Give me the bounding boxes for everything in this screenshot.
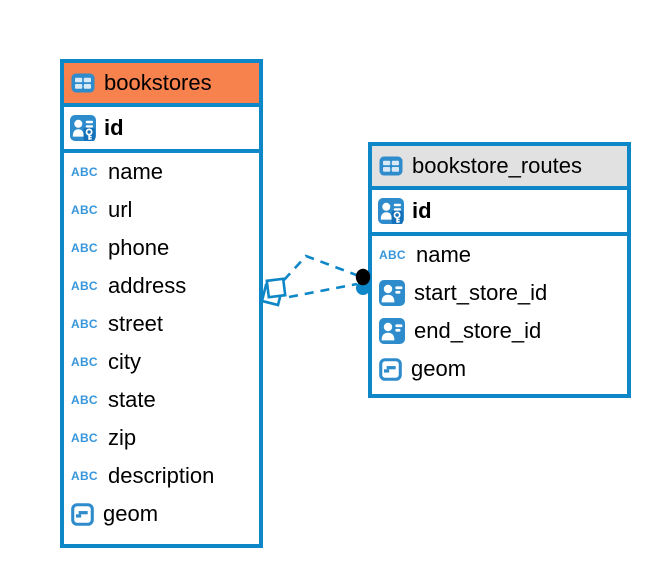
column-row-start-store-id[interactable]: start_store_id (372, 274, 627, 312)
column-name: end_store_id (414, 318, 542, 343)
column-row-geom[interactable]: geom (372, 350, 627, 388)
text-abc-icon: ABC (71, 469, 98, 483)
column-row-description[interactable]: ABC description (64, 457, 259, 495)
column-row-geom[interactable]: geom (64, 495, 259, 533)
relationship-line-upper[interactable] (283, 254, 360, 281)
column-row-end-store-id[interactable]: end_store_id (372, 312, 627, 350)
relationship-line-lower[interactable] (288, 282, 358, 299)
connector-endpoint-dot-blue[interactable] (356, 281, 370, 295)
text-abc-icon: ABC (71, 279, 98, 293)
connector-endpoint-dot-black[interactable] (355, 268, 371, 286)
column-name: address (108, 273, 187, 298)
table-bookstore-routes[interactable]: bookstore_routes id ABC name start_store… (368, 142, 631, 398)
table-bookstores[interactable]: bookstores id ABC name ABC url ABC phone… (60, 59, 263, 548)
geometry-type-icon (379, 358, 402, 381)
column-row-url[interactable]: ABC url (64, 191, 259, 229)
column-row-address[interactable]: ABC address (64, 267, 259, 305)
column-name: start_store_id (414, 280, 548, 305)
text-abc-icon: ABC (71, 431, 98, 445)
text-abc-icon: ABC (71, 317, 98, 331)
primary-key-icon (378, 198, 404, 224)
column-name: name (108, 159, 164, 184)
column-name: url (108, 197, 133, 222)
column-name: phone (108, 235, 170, 260)
table-title: bookstores (104, 70, 212, 95)
text-abc-icon: ABC (71, 393, 98, 407)
column-row-phone[interactable]: ABC phone (64, 229, 259, 267)
text-abc-icon: ABC (71, 165, 98, 179)
column-name: id (104, 115, 124, 140)
connector-diamond-front[interactable] (265, 277, 287, 299)
table-icon (379, 156, 403, 176)
column-row-id[interactable]: id (372, 190, 627, 236)
text-abc-icon: ABC (379, 248, 406, 262)
text-abc-icon: ABC (71, 241, 98, 255)
column-row-zip[interactable]: ABC zip (64, 419, 259, 457)
column-row-city[interactable]: ABC city (64, 343, 259, 381)
column-row-street[interactable]: ABC street (64, 305, 259, 343)
column-name: street (108, 311, 164, 336)
column-name: description (108, 463, 215, 488)
column-name: geom (411, 356, 467, 381)
column-name: name (416, 242, 472, 267)
column-name: state (108, 387, 156, 412)
column-row-name[interactable]: ABC name (64, 153, 259, 191)
column-name: id (412, 198, 432, 223)
table-title: bookstore_routes (412, 153, 582, 178)
table-icon (71, 73, 95, 93)
column-name: geom (103, 501, 159, 526)
primary-key-icon (70, 115, 96, 141)
table-bookstores-header[interactable]: bookstores (64, 63, 259, 107)
table-bookstore-routes-header[interactable]: bookstore_routes (372, 146, 627, 190)
column-row-id[interactable]: id (64, 107, 259, 153)
column-name: zip (108, 425, 137, 450)
geometry-type-icon (71, 503, 94, 526)
column-name: city (108, 349, 141, 374)
column-row-name[interactable]: ABC name (372, 236, 627, 274)
text-abc-icon: ABC (71, 355, 98, 369)
column-row-state[interactable]: ABC state (64, 381, 259, 419)
text-abc-icon: ABC (71, 203, 98, 217)
relationship-connector[interactable] (248, 238, 383, 323)
